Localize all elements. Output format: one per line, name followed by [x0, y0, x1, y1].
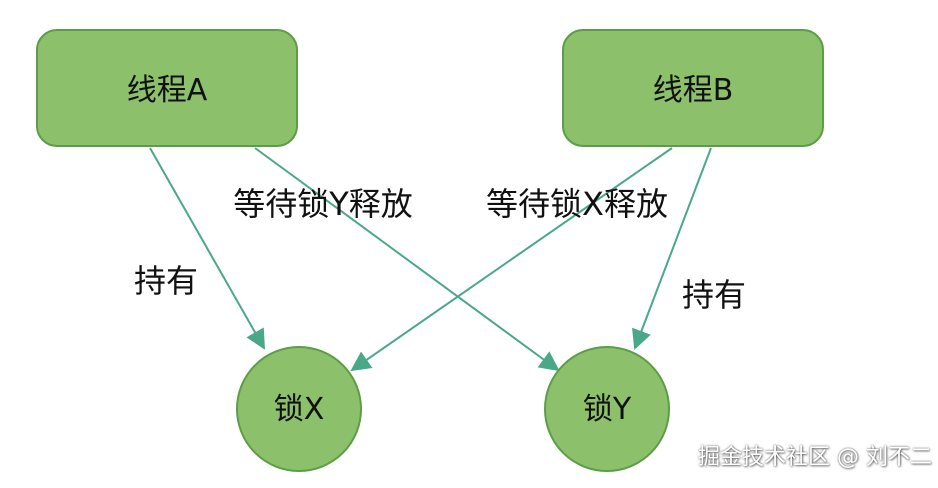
watermark: 掘金技术社区 @ 刘不二: [698, 445, 932, 470]
lock-x-label: 锁X: [274, 392, 325, 427]
thread-b-label: 线程B: [653, 73, 734, 108]
edge-label-a-to-y: 等待锁Y释放: [233, 185, 413, 223]
lock-x-node: 锁X: [236, 346, 362, 472]
edge-label-b-to-y: 持有: [682, 276, 746, 314]
thread-a-node: 线程A: [36, 29, 298, 147]
lock-y-label: 锁Y: [583, 392, 632, 427]
edge-label-a-to-x: 持有: [134, 262, 198, 300]
edge-thread-b-to-lock-x: [350, 147, 673, 372]
edge-thread-b-to-lock-y: [632, 147, 712, 350]
edge-thread-a-to-lock-y: [254, 147, 560, 372]
thread-b-node: 线程B: [562, 29, 824, 147]
thread-a-label: 线程A: [127, 73, 208, 108]
edge-thread-a-to-lock-x: [149, 147, 265, 350]
lock-y-node: 锁Y: [544, 346, 670, 472]
edge-label-b-to-x: 等待锁X释放: [486, 185, 668, 223]
